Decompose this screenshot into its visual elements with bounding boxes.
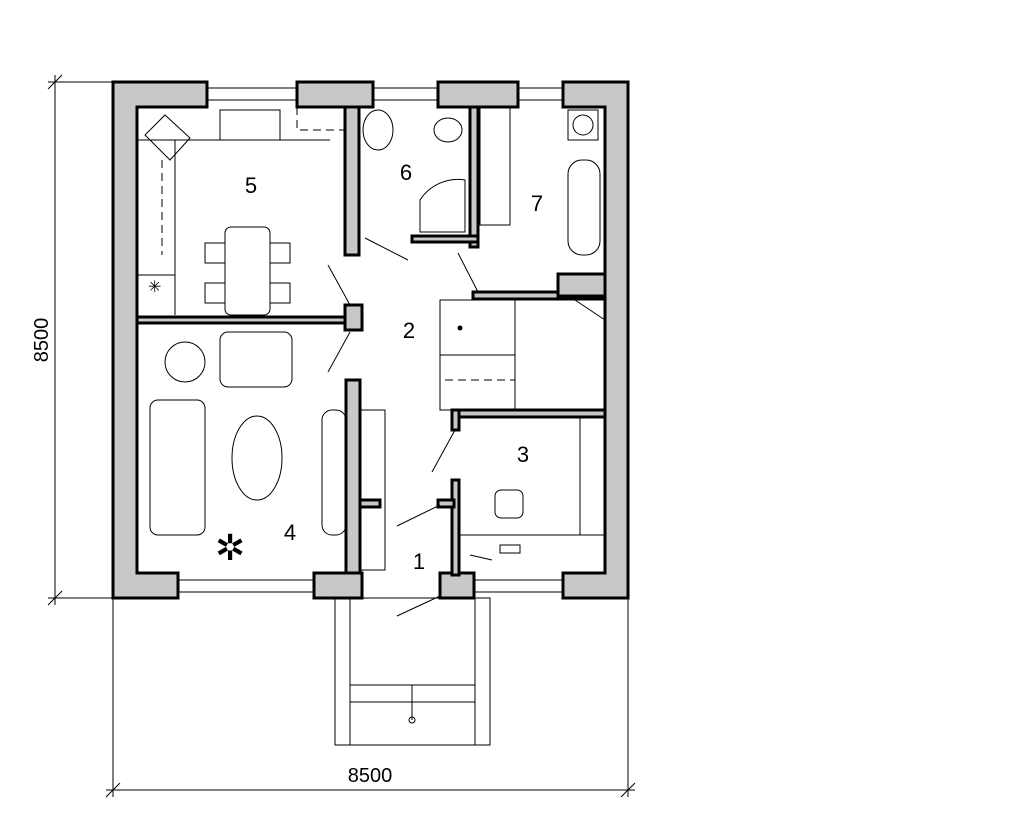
living-furniture: ✲: [149, 331, 386, 571]
plant-icon: ✲: [215, 527, 245, 568]
vent-icon: ✳: [148, 279, 161, 296]
room-label-6: 6: [400, 160, 412, 185]
dimension-height: 8500: [31, 74, 113, 606]
kitchen-furniture: ✳: [137, 107, 345, 316]
room-label-5: 5: [245, 173, 257, 198]
dimension-height-label: 8500: [31, 318, 53, 363]
door-swings: [327, 237, 479, 617]
room-label-3: 3: [517, 442, 529, 467]
bathroom-fixtures: [362, 107, 601, 256]
dimension-width-label: 8500: [348, 765, 393, 787]
interior-walls: [135, 105, 607, 577]
exterior-walls: [111, 80, 630, 600]
dimension-width: 8500: [105, 598, 636, 798]
room-label-2: 2: [403, 318, 415, 343]
room-label-1: 1: [413, 549, 425, 574]
entry-porch: [334, 597, 491, 746]
room-label-4: 4: [284, 520, 296, 545]
room-label-7: 7: [531, 191, 543, 216]
study-furniture: [459, 417, 605, 561]
staircase: [439, 299, 606, 411]
